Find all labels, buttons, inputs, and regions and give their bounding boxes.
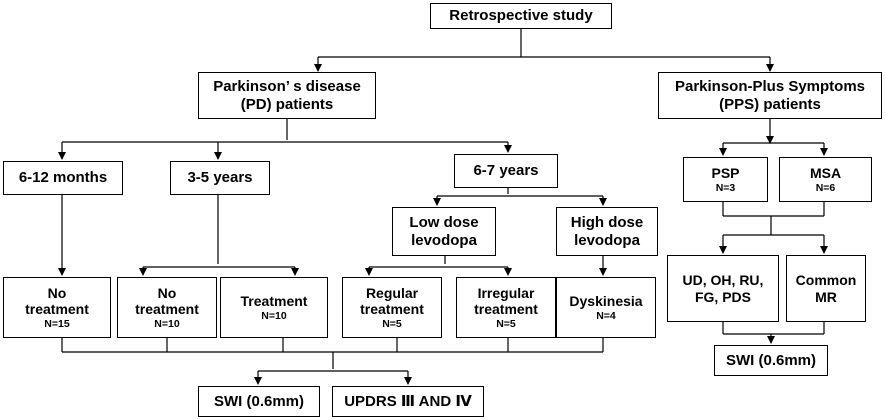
psp-count: N=3 bbox=[715, 182, 736, 195]
low-dose-levodopa-box: Low dose levodopa bbox=[392, 207, 496, 256]
pps-patients-box: Parkinson-Plus Symptoms (PPS) patients bbox=[658, 72, 882, 119]
pd-patients-box: Parkinson’ s disease (PD) patients bbox=[198, 72, 376, 119]
pd-line1: Parkinson’ s disease bbox=[213, 78, 361, 96]
updrs-label: UPDRS Ⅲ AND Ⅳ bbox=[344, 392, 472, 410]
pps-line1: Parkinson-Plus Symptoms bbox=[674, 78, 866, 96]
swi-right-box: SWI (0.6mm) bbox=[714, 345, 828, 376]
symptoms-line1: UD, OH, RU, bbox=[682, 272, 764, 289]
common-mr-line1: Common bbox=[795, 272, 857, 289]
regular-treatment-count: N=5 bbox=[382, 318, 402, 331]
symptoms-line2: FG, PDS bbox=[694, 288, 751, 305]
psp-label: PSP bbox=[711, 164, 740, 181]
swi-right-label: SWI (0.6mm) bbox=[725, 351, 816, 369]
no-treatment-10-count: N=10 bbox=[154, 318, 180, 331]
no-treatment-10-line1: No bbox=[157, 284, 177, 301]
msa-count: N=6 bbox=[815, 182, 836, 195]
no-treatment-10-box: No treatment N=10 bbox=[117, 277, 217, 338]
common-mr-box: Common MR bbox=[786, 255, 866, 322]
duration-6-12-months-label: 6-12 months bbox=[18, 169, 108, 187]
msa-label: MSA bbox=[809, 164, 842, 181]
no-treatment-15-line1: No bbox=[47, 284, 67, 301]
pps-line2: (PPS) patients bbox=[719, 95, 821, 113]
irregular-treatment-line2: treatment bbox=[474, 300, 538, 317]
updrs-box: UPDRS Ⅲ AND Ⅳ bbox=[332, 386, 484, 417]
regular-treatment-line2: treatment bbox=[360, 300, 424, 317]
irregular-treatment-box: Irregular treatment N=5 bbox=[456, 277, 556, 338]
retrospective-study-box: Retrospective study bbox=[430, 3, 612, 29]
irregular-treatment-line1: Irregular bbox=[477, 284, 535, 301]
dyskinesia-count: N=4 bbox=[596, 310, 616, 323]
msa-box: MSA N=6 bbox=[779, 157, 872, 202]
treatment-10-label: Treatment bbox=[240, 292, 308, 309]
duration-3-5-years-label: 3-5 years bbox=[187, 169, 253, 187]
no-treatment-15-count: N=15 bbox=[44, 318, 70, 331]
psp-box: PSP N=3 bbox=[683, 157, 768, 202]
common-mr-line2: MR bbox=[815, 288, 837, 305]
irregular-treatment-count: N=5 bbox=[496, 318, 516, 331]
treatment-10-box: Treatment N=10 bbox=[220, 277, 328, 338]
regular-treatment-box: Regular treatment N=5 bbox=[342, 277, 442, 338]
retrospective-study-label: Retrospective study bbox=[449, 7, 593, 25]
high-dose-line1: High dose bbox=[570, 214, 644, 232]
swi-left-box: SWI (0.6mm) bbox=[198, 386, 320, 417]
dyskinesia-box: Dyskinesia N=4 bbox=[556, 277, 656, 338]
no-treatment-10-line2: treatment bbox=[135, 300, 199, 317]
duration-3-5-years-box: 3-5 years bbox=[170, 161, 270, 195]
low-dose-line2: levodopa bbox=[411, 231, 477, 249]
treatment-10-count: N=10 bbox=[261, 310, 287, 323]
no-treatment-15-box: No treatment N=15 bbox=[3, 277, 111, 338]
regular-treatment-line1: Regular bbox=[365, 284, 419, 301]
low-dose-line1: Low dose bbox=[409, 214, 479, 232]
duration-6-12-months-box: 6-12 months bbox=[3, 161, 123, 195]
high-dose-line2: levodopa bbox=[574, 231, 640, 249]
symptoms-box: UD, OH, RU, FG, PDS bbox=[667, 255, 779, 322]
duration-6-7-years-label: 6-7 years bbox=[473, 162, 539, 180]
dyskinesia-label: Dyskinesia bbox=[569, 292, 643, 309]
swi-left-label: SWI (0.6mm) bbox=[213, 392, 304, 410]
no-treatment-15-line2: treatment bbox=[25, 300, 89, 317]
duration-6-7-years-box: 6-7 years bbox=[454, 154, 558, 188]
pd-line2: (PD) patients bbox=[240, 95, 334, 113]
high-dose-levodopa-box: High dose levodopa bbox=[556, 207, 658, 256]
